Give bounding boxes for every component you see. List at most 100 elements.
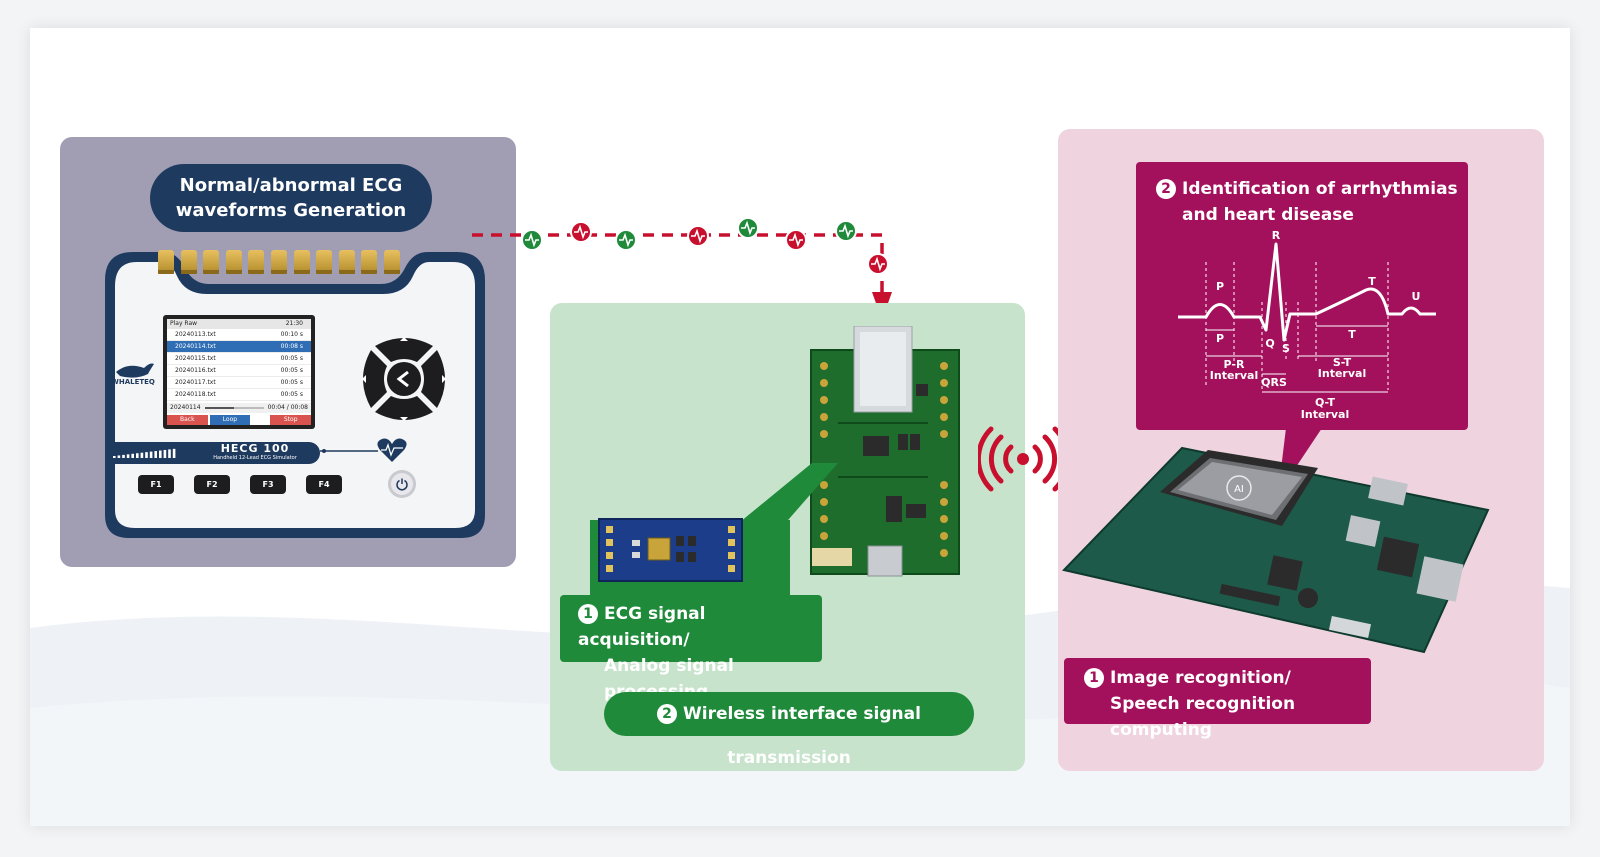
file-name: 20240114.txt — [175, 343, 216, 350]
ecg-waveform-diagram: P R Q S T U P T P-R Interval QRS S-T Int… — [1178, 229, 1436, 421]
dpad-up-button[interactable] — [375, 338, 433, 362]
file-list-item[interactable]: 20240116.txt 00:05 s — [167, 365, 311, 377]
signal-marker-red — [785, 229, 807, 251]
lead-connector — [158, 250, 174, 274]
power-icon — [396, 478, 408, 491]
signal-marker-red — [687, 225, 709, 247]
power-button[interactable] — [388, 470, 416, 498]
acquisition-number: 1 — [578, 604, 598, 624]
file-name: 20240117.txt — [175, 379, 216, 386]
signal-marker-green — [521, 229, 543, 251]
softkey-stop[interactable]: Stop — [270, 415, 311, 425]
file-name: 20240118.txt — [175, 391, 216, 398]
lead-connector — [293, 250, 310, 274]
file-name: 20240113.txt — [175, 331, 216, 338]
ecg-trace — [1178, 242, 1436, 342]
lead-connector — [225, 250, 242, 274]
interval-st-2: Interval — [1318, 367, 1366, 380]
playing-time: 00:04 / 00:08 — [267, 404, 308, 411]
arrhythmia-line2: and heart disease — [1182, 205, 1354, 225]
signal-dashed-line — [472, 233, 884, 298]
function-key-f1[interactable]: F1 — [138, 475, 174, 494]
signal-path — [472, 217, 892, 320]
function-key-f2[interactable]: F2 — [194, 475, 230, 494]
signal-marker-red — [570, 221, 592, 243]
dpad-center-button[interactable] — [387, 362, 421, 396]
dpad-down-button[interactable] — [375, 396, 433, 420]
dpad[interactable] — [355, 330, 453, 428]
progress-track — [204, 407, 264, 409]
generator-title-line1: Normal/abnormal ECG — [179, 175, 403, 196]
recognition-line2: Speech recognition computing — [1110, 694, 1296, 740]
interval-qt-2: Interval — [1301, 408, 1349, 421]
lead-connector — [316, 250, 333, 274]
recognition-label: 1 Image recognition/ Speech recognition c… — [1064, 658, 1371, 740]
file-duration: 00:05 s — [280, 379, 303, 386]
wave-t: T — [1368, 275, 1376, 288]
file-duration: 00:10 s — [280, 331, 303, 338]
interval-t: T — [1348, 328, 1356, 341]
lead-connector — [248, 250, 265, 274]
signal-marker-green — [835, 220, 857, 242]
lead-connector — [180, 250, 197, 274]
chevron-up-icon — [400, 337, 408, 341]
softkey-back[interactable]: Back — [167, 415, 208, 425]
softkey-loop[interactable]: Loop — [209, 415, 251, 425]
acquisition-pcb — [810, 326, 960, 577]
lcd-softkeys: Back Loop Stop — [167, 415, 311, 425]
wireless-signal-icon — [978, 426, 1068, 492]
wave-q: Q — [1265, 337, 1274, 350]
lead-connector — [338, 250, 355, 274]
generator-title-line2: waveforms Generation — [175, 200, 407, 221]
file-name: 20240116.txt — [175, 367, 216, 374]
interval-pr-2: Interval — [1210, 369, 1258, 382]
file-list-item[interactable]: 20240113.txt 00:10 s — [167, 329, 311, 341]
function-key-f4[interactable]: F4 — [306, 475, 342, 494]
file-duration: 00:05 s — [280, 367, 303, 374]
wireless-text: Wireless interface signal transmission — [683, 704, 921, 768]
signal-marker-green — [615, 229, 637, 251]
wave-p: P — [1216, 280, 1224, 293]
ai-screen-label: AI — [1234, 484, 1244, 495]
interval-st-1: S-T — [1333, 356, 1352, 369]
dpad-right-button[interactable] — [421, 350, 445, 408]
diagram-card: Normal/abnormal ECG waveforms Generation… — [30, 28, 1570, 826]
wave-u: U — [1412, 290, 1421, 303]
file-duration: 00:05 s — [280, 355, 303, 362]
file-list-item[interactable]: 20240117.txt 00:05 s — [167, 377, 311, 389]
brand-name: WHALETEQ — [111, 378, 155, 386]
progress-fill — [204, 407, 235, 409]
wireless-number: 2 — [657, 704, 678, 724]
chevron-right-icon — [442, 375, 446, 383]
whaleteq-logo — [116, 363, 154, 378]
signal-marker-green — [737, 217, 759, 239]
interval-qt-1: Q-T — [1315, 396, 1336, 409]
acquisition-line1-text: ECG signal acquisition/ — [578, 604, 706, 650]
interval-pr-1: P-R — [1224, 358, 1245, 371]
playing-file: 20240114 — [170, 404, 201, 411]
heart-icon — [320, 438, 407, 462]
lcd-header-title: Play Raw — [170, 320, 198, 327]
recognition-line1-text: Image recognition/ — [1110, 668, 1291, 688]
afe-module — [598, 518, 743, 582]
signal-bars-icon — [113, 448, 176, 458]
chevron-left-icon — [362, 375, 366, 383]
lead-connector — [203, 250, 220, 274]
dpad-left-button[interactable] — [363, 350, 387, 408]
ai-compute-board: AI — [1062, 446, 1490, 654]
model-label-bar: HECG 100 Handheld 12-Lead ECG Simulator — [105, 442, 320, 464]
lcd-header: Play Raw 21:30 — [167, 319, 311, 329]
lead-connector — [384, 250, 400, 274]
recognition-number: 1 — [1084, 668, 1104, 688]
function-key-f3[interactable]: F3 — [250, 475, 286, 494]
interval-p: P — [1216, 332, 1224, 345]
